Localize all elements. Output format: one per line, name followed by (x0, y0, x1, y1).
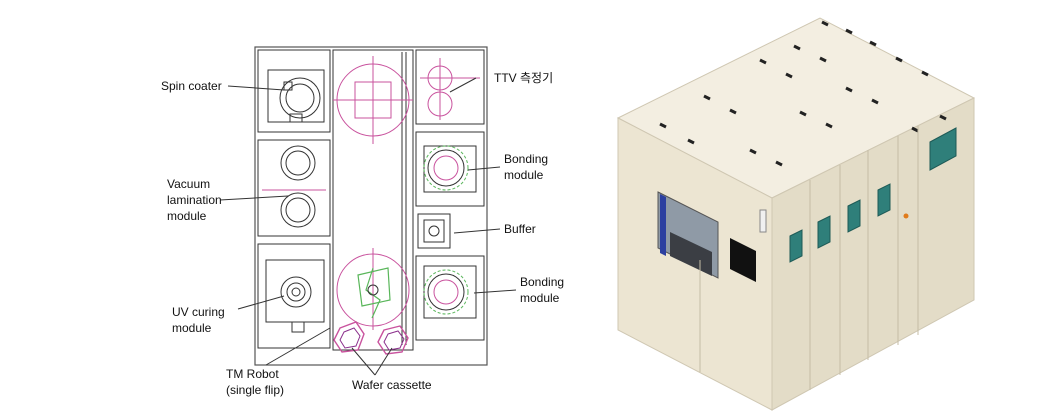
label-vacuum-line1: Vacuum (167, 177, 210, 191)
label-wafer-cassette: Wafer cassette (352, 378, 432, 392)
equipment-3d-render (616, 17, 976, 411)
side-windows (789, 127, 957, 263)
label-tm-robot-line1: TM Robot (226, 367, 279, 381)
bonding-module-bottom (415, 255, 485, 341)
buffer-module (417, 213, 451, 249)
label-bonding-top-line1: Bonding (504, 152, 548, 166)
label-spin-coater: Spin coater (161, 79, 222, 93)
status-indicator (903, 213, 909, 219)
label-vacuum-line2: lamination (167, 193, 222, 207)
wafer-cassettes (333, 321, 409, 355)
label-tm-robot-line2: (single flip) (226, 383, 284, 397)
label-uv-line1: UV curing (172, 305, 225, 319)
load-port-frame (660, 194, 666, 256)
label-bonding-top-line2: module (504, 168, 544, 182)
label-vacuum-line3: module (167, 209, 207, 223)
label-bonding-bottom-line1: Bonding (520, 275, 564, 289)
tm-robot (357, 267, 391, 319)
spin-coater-module (257, 49, 331, 133)
machine-side-face (771, 97, 975, 411)
label-uv-line2: module (172, 321, 212, 335)
signal-tower (759, 209, 767, 233)
control-monitor (730, 238, 756, 282)
transfer-column (332, 49, 414, 351)
label-ttv: TTV 측정기 (494, 71, 553, 85)
panel-seams (699, 126, 919, 390)
ttv-module (415, 49, 485, 125)
leader-lines (219, 77, 517, 376)
label-bonding-bottom-line2: module (520, 291, 560, 305)
equipment-layout-diagram: Spin coater TTV 측정기 Vacuum lamination mo… (161, 46, 564, 397)
label-buffer: Buffer (504, 222, 536, 236)
uv-curing-module (257, 243, 331, 349)
vacuum-lamination-module (257, 139, 331, 237)
top-vents (659, 20, 947, 167)
load-port-stage (670, 232, 712, 276)
